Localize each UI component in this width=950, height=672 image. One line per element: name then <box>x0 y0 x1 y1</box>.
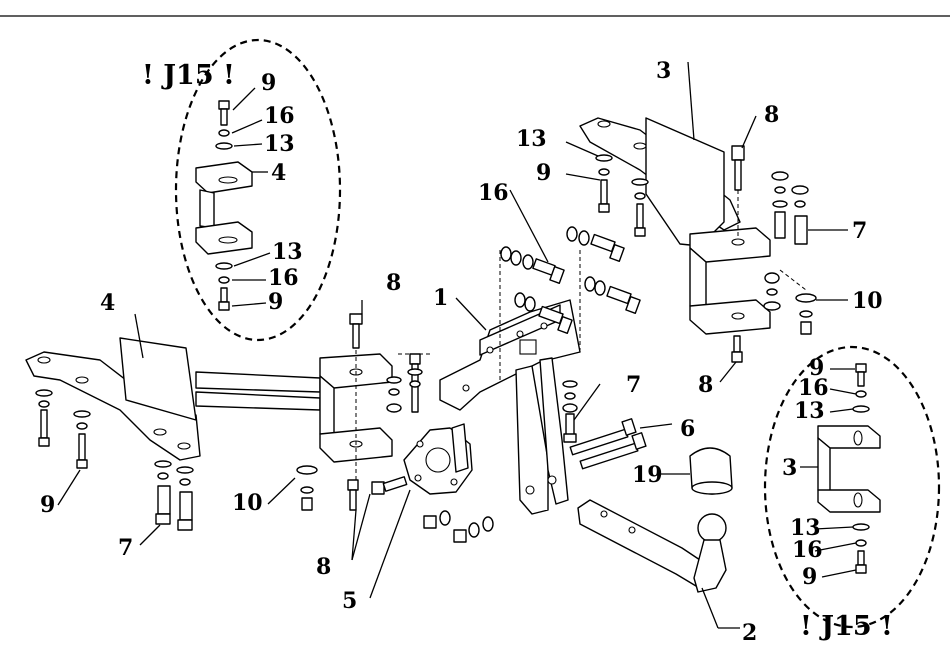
callout-j15-right-16b: 16 <box>792 537 823 563</box>
callout-j15-right-13b: 13 <box>790 515 821 541</box>
tow-hook-bar-2 <box>577 499 727 593</box>
j15-right-outline <box>763 345 941 629</box>
callout-5: 5 <box>342 588 357 614</box>
callout-8-right: 8 <box>698 372 713 398</box>
center-bolt-stack <box>562 380 578 443</box>
callout-7-top: 16 <box>478 180 509 206</box>
j15-right-tag: ! J15 ! <box>800 611 893 642</box>
socket-plate-5 <box>403 423 473 495</box>
callout-19: 19 <box>632 462 663 488</box>
j15-left-fasteners <box>215 100 233 311</box>
tow-ball-cap-19 <box>689 447 733 495</box>
center-main-frame-1 <box>439 299 581 515</box>
callout-j15-left-4: 4 <box>271 160 286 186</box>
j15-left-outline <box>174 38 342 342</box>
j15-right-bracket-3 <box>817 425 881 513</box>
callout-3: 3 <box>656 58 671 84</box>
callout-6: 6 <box>680 416 695 442</box>
callout-9-mid: 9 <box>536 160 551 186</box>
callout-j15-left-16b: 16 <box>268 265 299 291</box>
callout-9-left: 9 <box>40 492 55 518</box>
callout-13: 13 <box>516 126 547 152</box>
callout-10-right: 10 <box>852 288 883 314</box>
callout-j15-left-16: 16 <box>264 103 295 129</box>
callout-j15-left-13: 13 <box>264 131 295 157</box>
j15-left-bracket-4 <box>195 161 253 255</box>
callout-2: 2 <box>742 620 757 646</box>
callout-j15-left-9: 9 <box>261 70 276 96</box>
callout-j15-right-9b: 9 <box>802 564 817 590</box>
callout-4: 4 <box>100 290 115 316</box>
callout-8-bottom: 8 <box>316 554 331 580</box>
callout-7-left: 7 <box>118 535 133 561</box>
callout-j15-right-9: 9 <box>809 355 824 381</box>
callout-1: 1 <box>433 285 448 311</box>
callout-7-mid: 7 <box>626 372 641 398</box>
right-side-rail-3 <box>579 117 741 247</box>
j15-left-tag: ! J15 ! <box>142 60 235 91</box>
callout-8-top: 8 <box>764 102 779 128</box>
right-rail-fasteners <box>595 145 817 363</box>
j15-right-fasteners <box>852 363 870 574</box>
callout-8-mid: 8 <box>386 270 401 296</box>
callout-j15-right-13: 13 <box>794 398 825 424</box>
right-mount-bracket <box>689 227 771 335</box>
left-side-rail-4 <box>25 337 321 461</box>
callout-j15-left-13b: 13 <box>272 239 303 265</box>
callout-j15-right-16: 16 <box>798 375 829 401</box>
callout-j15-right-3: 3 <box>782 455 797 481</box>
callout-j15-left-9b: 9 <box>268 289 283 315</box>
left-rail-fasteners <box>35 389 194 531</box>
callout-10-left: 10 <box>232 490 263 516</box>
center-fasteners <box>500 226 641 334</box>
callout-7-right: 7 <box>852 218 867 244</box>
socket-fasteners <box>371 476 494 543</box>
long-bolts-6 <box>569 418 647 470</box>
